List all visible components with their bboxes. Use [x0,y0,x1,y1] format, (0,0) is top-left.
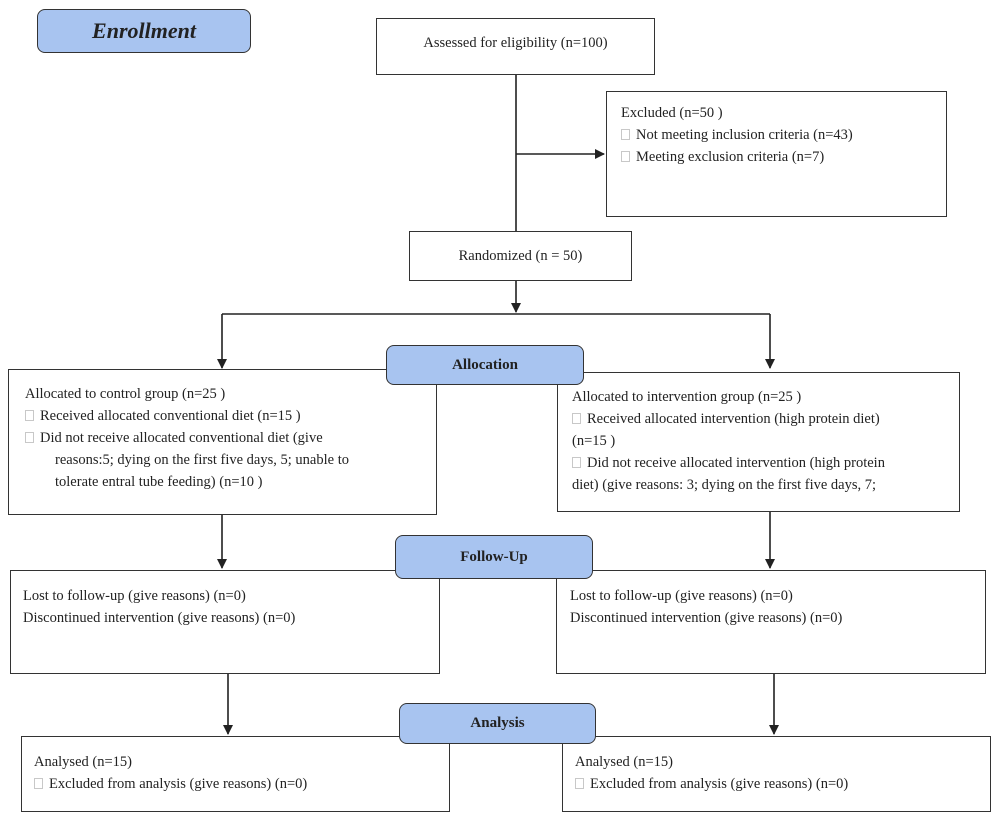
allocation-control-not-received: Did not receive allocated conventional d… [25,427,436,449]
bullet-icon [621,129,630,140]
followup-control-discontinued: Discontinued intervention (give reasons)… [23,610,296,626]
excluded-title: Excluded (n=50 ) [621,105,723,121]
allocation-intervention-reasons-1: diet) (give reasons: 3; dying on the fir… [572,477,877,493]
excluded-box: Excluded (n=50 ) Not meeting inclusion c… [606,91,947,217]
bullet-icon [25,410,34,421]
analysis-control-box: Analysed (n=15) Excluded from analysis (… [21,736,450,812]
stage-allocation: Allocation [386,345,584,385]
analysis-intervention-excluded: Excluded from analysis (give reasons) (n… [575,773,990,795]
allocation-control-reasons-1: reasons:5; dying on the first five days,… [55,452,349,468]
followup-intervention-box: Lost to follow-up (give reasons) (n=0) D… [556,570,986,674]
allocation-control-received: Received allocated conventional diet (n=… [25,405,436,427]
allocation-intervention-received-n: (n=15 ) [572,433,616,449]
stage-follow-up: Follow-Up [395,535,593,579]
followup-control-box: Lost to follow-up (give reasons) (n=0) D… [10,570,440,674]
analysis-control-excluded: Excluded from analysis (give reasons) (n… [34,773,449,795]
followup-intervention-lost: Lost to follow-up (give reasons) (n=0) [570,588,793,604]
analysis-control-analysed: Analysed (n=15) [34,754,132,770]
randomized-box: Randomized (n = 50) [409,231,632,281]
stage-enrollment: Enrollment [37,9,251,53]
bullet-icon [25,432,34,443]
assessed-text: Assessed for eligibility (n=100) [423,35,608,51]
followup-control-lost: Lost to follow-up (give reasons) (n=0) [23,588,246,604]
analysis-intervention-analysed: Analysed (n=15) [575,754,673,770]
excluded-item: Not meeting inclusion criteria (n=43) [621,124,946,146]
allocation-control-box: Allocated to control group (n=25 ) Recei… [8,369,437,515]
assessed-box: Assessed for eligibility (n=100) [376,18,655,75]
bullet-icon [34,778,43,789]
bullet-icon [575,778,584,789]
allocation-intervention-title: Allocated to intervention group (n=25 ) [572,389,802,405]
bullet-icon [572,413,581,424]
analysis-intervention-box: Analysed (n=15) Excluded from analysis (… [562,736,991,812]
allocation-intervention-not-received: Did not receive allocated intervention (… [572,452,959,474]
allocation-control-title: Allocated to control group (n=25 ) [25,386,226,402]
allocation-control-reasons-2: tolerate entral tube feeding) (n=10 ) [55,474,263,490]
allocation-intervention-received: Received allocated intervention (high pr… [572,408,959,430]
allocation-intervention-box: Allocated to intervention group (n=25 ) … [557,372,960,512]
stage-analysis: Analysis [399,703,596,744]
excluded-item: Meeting exclusion criteria (n=7) [621,146,946,168]
randomized-text: Randomized (n = 50) [458,248,583,264]
bullet-icon [572,457,581,468]
bullet-icon [621,151,630,162]
followup-intervention-discontinued: Discontinued intervention (give reasons)… [570,610,843,626]
